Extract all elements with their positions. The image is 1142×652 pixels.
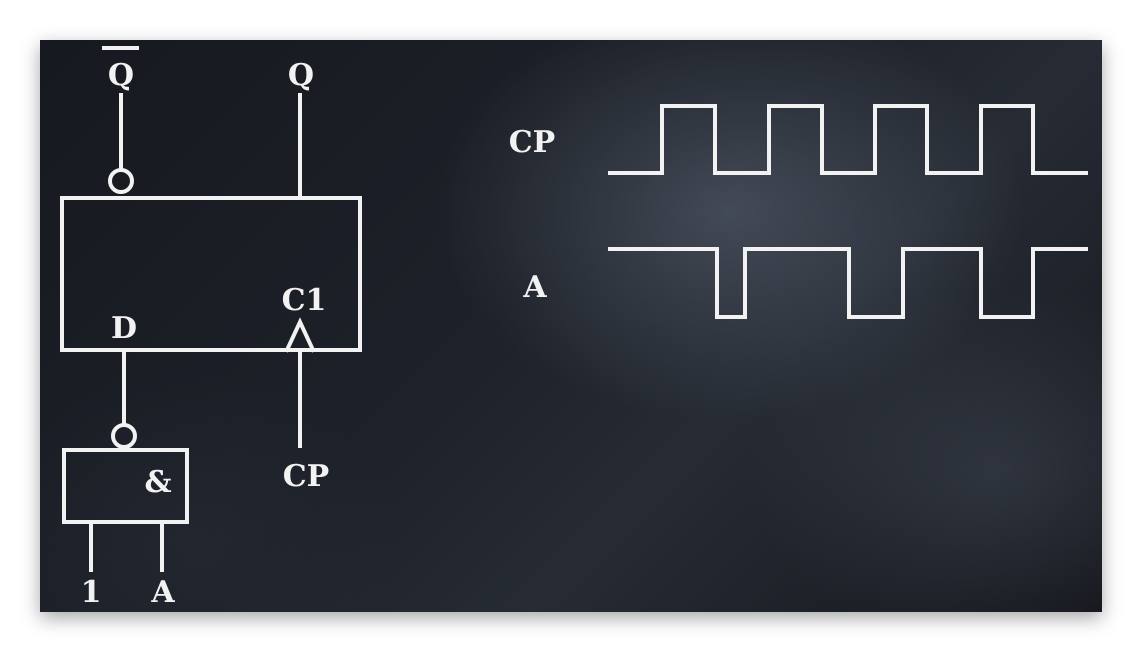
nand-inversion-bubble [111,423,137,449]
d-input-label: D [111,311,137,346]
cp-waveform [608,104,1088,175]
q-bar-inversion-bubble [108,168,134,194]
nand-gate-symbol: & [144,465,171,500]
a-waveform [608,247,1088,319]
a-waveform-label: A [522,270,547,305]
clock-edge-triangle [284,317,316,353]
cp-input-label: CP [283,459,329,494]
nand-gate-box [62,448,189,524]
clock-input-label: C1 [282,283,327,318]
d-flip-flop-box [60,196,362,352]
nand-input-a-label: A [150,575,175,610]
q-bar-label: Q [108,58,134,93]
q-label: Q [288,58,314,93]
circuit-diagram: Q Q D C1 CP & 1 A CP A [60,46,1088,610]
chalkboard: Q Q D C1 CP & 1 A CP A [40,40,1102,612]
cp-waveform-label: CP [509,125,555,160]
nand-input-1-label: 1 [81,575,102,610]
